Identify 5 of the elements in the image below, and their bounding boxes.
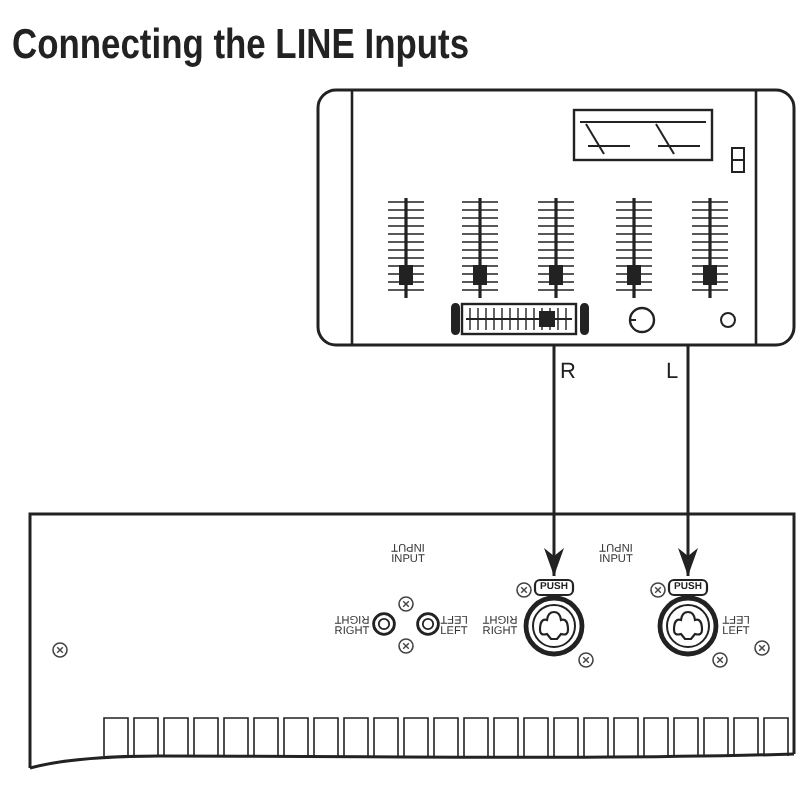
arrow	[544, 346, 564, 576]
edge-label: L	[665, 360, 679, 384]
title: Connecting the LINE Inputs	[12, 24, 470, 68]
edge-label: R	[560, 360, 576, 384]
arrow	[678, 346, 698, 576]
